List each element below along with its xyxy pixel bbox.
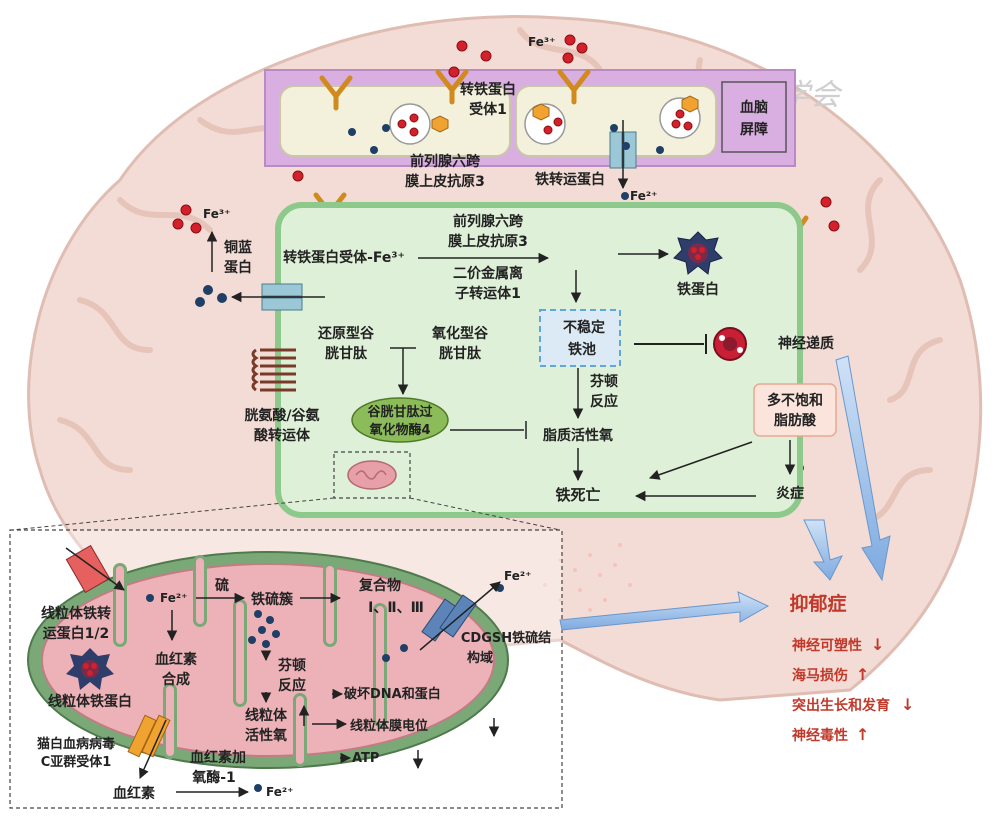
heme-synth-label-1: 血红素 [155,651,197,668]
lipid-ros-label: 脂质活性氧 [542,427,613,444]
gpx4-label-2: 氧化物酶4 [368,422,430,438]
depression-effect-label: 神经可塑性 [792,637,862,654]
dmt1-label-2: 子转运体1 [455,285,521,302]
mitochondrion-icon [347,460,397,490]
ferritin-icon [673,231,723,275]
steap3-label-1: 前列腺六跨 [453,213,524,230]
flvcr-label-2: C亚群受体1 [41,754,112,770]
gsh-label-2: 胱甘肽 [325,345,368,362]
flvcr-icon [127,714,171,779]
synaptic-vesicle-icon [713,327,747,361]
heme-label: 血红素 [113,785,155,802]
fe2-label: Fe²⁺ [266,785,293,799]
ferritin-label: 铁蛋白 [677,281,719,298]
dna-damage-label: 破坏DNA和蛋白 [344,686,441,702]
bbb-steap3-label-1: 前列腺六跨 [410,153,481,170]
depression-effects: 神经可塑性 ↓ 海马损伤 ↑ 突出生长和发育 ↓ 神经毒性 ↑ [792,635,914,744]
mitoferrin-label-1: 线粒体铁转 [41,605,111,622]
depression-effect-direction: ↓ [871,635,884,654]
fe2-label: Fe²⁺ [504,569,531,583]
fenton-label-2: 反应 [590,393,618,410]
gssg-label-1: 氧化型谷 [431,325,489,342]
lip-label-1: 不稳定 [563,319,605,336]
dmt1-label-1: 二价金属离 [453,265,523,282]
zoom-box [333,451,411,499]
membrane-potential-label: 线粒体膜电位 [350,718,428,734]
complex-label-1: 复合物 [358,577,401,594]
flvcr-label-1: 猫白血病病毒 [37,736,115,752]
mitoferrin-icon [65,544,125,594]
transferrin-icon [681,95,699,113]
bbb-tfr1-label-2: 受体1 [469,101,507,118]
bbb-label-box [721,81,787,153]
blood-brain-barrier: 血脑 屏障 转铁蛋白 受体1 前列腺六跨 膜上皮抗原3 铁转运蛋白 [264,69,809,251]
bbb-label-2: 屏障 [740,121,768,138]
heme-synth-label-2: 合成 [162,671,190,688]
depression-effect-label: 突出生长和发育 [792,697,890,714]
cdgsh-channel-icon [419,581,501,651]
depression-effect-label: 海马损伤 [792,667,848,684]
ferroptosis-label: 铁死亡 [555,486,600,504]
fes-cluster-label: 铁硫簇 [251,591,294,608]
fe3-label: Fe³⁺ [528,35,555,49]
bbb-tfr1-label-1: 转铁蛋白 [460,81,516,98]
cdgsh-label-1: CDGSH铁硫结 [461,630,551,646]
ho1-label-2: 氧酶-1 [191,769,236,786]
xct-label-2: 酸转运体 [254,427,311,444]
complex-label-2: Ⅰ、Ⅱ、Ⅲ [368,600,424,616]
lip-label-2: 铁池 [568,341,596,358]
ferroportin-icon [609,120,637,190]
depression-effect-direction: ↓ [901,695,914,714]
gpx4-enzyme: 谷胱甘肽过 氧化物酶4 [351,397,449,443]
mito-fenton-label-1: 芬顿 [277,657,306,674]
ceruloplasmin-label-2: 蛋白 [224,259,252,276]
xct-label-1: 胱氨酸/谷氨 [244,407,319,424]
gssg-label-2: 胱甘肽 [439,345,482,362]
pufa-label-1: 多不饱和 [767,392,823,409]
bbb-label-1: 血脑 [740,99,768,116]
bbb-fpn-label: 铁转运蛋白 [535,171,605,188]
bbb-steap3-label-2: 膜上皮抗原3 [405,173,485,190]
fe2-ion-icons [146,584,504,792]
xct-transporter-icon [251,348,296,392]
depression-effect-direction: ↑ [856,725,869,744]
depression-title: 抑郁症 [789,592,846,615]
pufa-label-2: 脂肪酸 [773,412,817,429]
cdgsh-label-2: 构域 [467,650,493,666]
neurotransmitter-label: 神经递质 [778,335,834,352]
transferrin-icon [532,103,550,121]
mito-fenton-label-2: 反应 [278,677,306,694]
depression-effect-label: 神经毒性 [792,727,848,744]
ceruloplasmin-label-1: 铜蓝 [224,239,252,256]
gsh-label-1: 还原型谷 [317,325,375,342]
gpx4-label-1: 谷胱甘肽过 [367,404,432,420]
mito-ferritin-label: 线粒体铁蛋白 [48,693,132,710]
atp-label: ATP [352,751,379,766]
fe2-label: Fe²⁺ [160,591,187,605]
mitoferrin-label-2: 运蛋白1/2 [43,625,110,642]
fe2-label: Fe²⁺ [630,189,657,203]
tfr-fe3-label: 转铁蛋白受体-Fe³⁺ [283,249,405,266]
blue-arrows [559,355,891,631]
fe3-label: Fe³⁺ [203,207,230,221]
ferroportin-icon [230,283,325,311]
sulfur-label: 硫 [215,577,229,594]
fe3-ion-icons [172,34,840,234]
inflammation-label: 炎症 [776,485,804,502]
endosome-icon [389,103,431,145]
steap3-label-2: 膜上皮抗原3 [448,233,528,250]
fenton-label-1: 芬顿 [589,373,618,390]
mito-ros-label-1: 线粒体 [245,707,288,724]
ho1-label-1: 血红素加 [190,749,246,766]
pufa-box: 多不饱和 脂肪酸 [753,383,837,437]
mito-ferritin-icon [66,648,114,690]
transferrin-icon [431,115,449,133]
depression-effect-direction: ↑ [856,665,869,684]
labile-iron-pool: 不稳定 铁池 [539,309,621,367]
mito-ros-label-2: 活性氧 [245,727,287,744]
